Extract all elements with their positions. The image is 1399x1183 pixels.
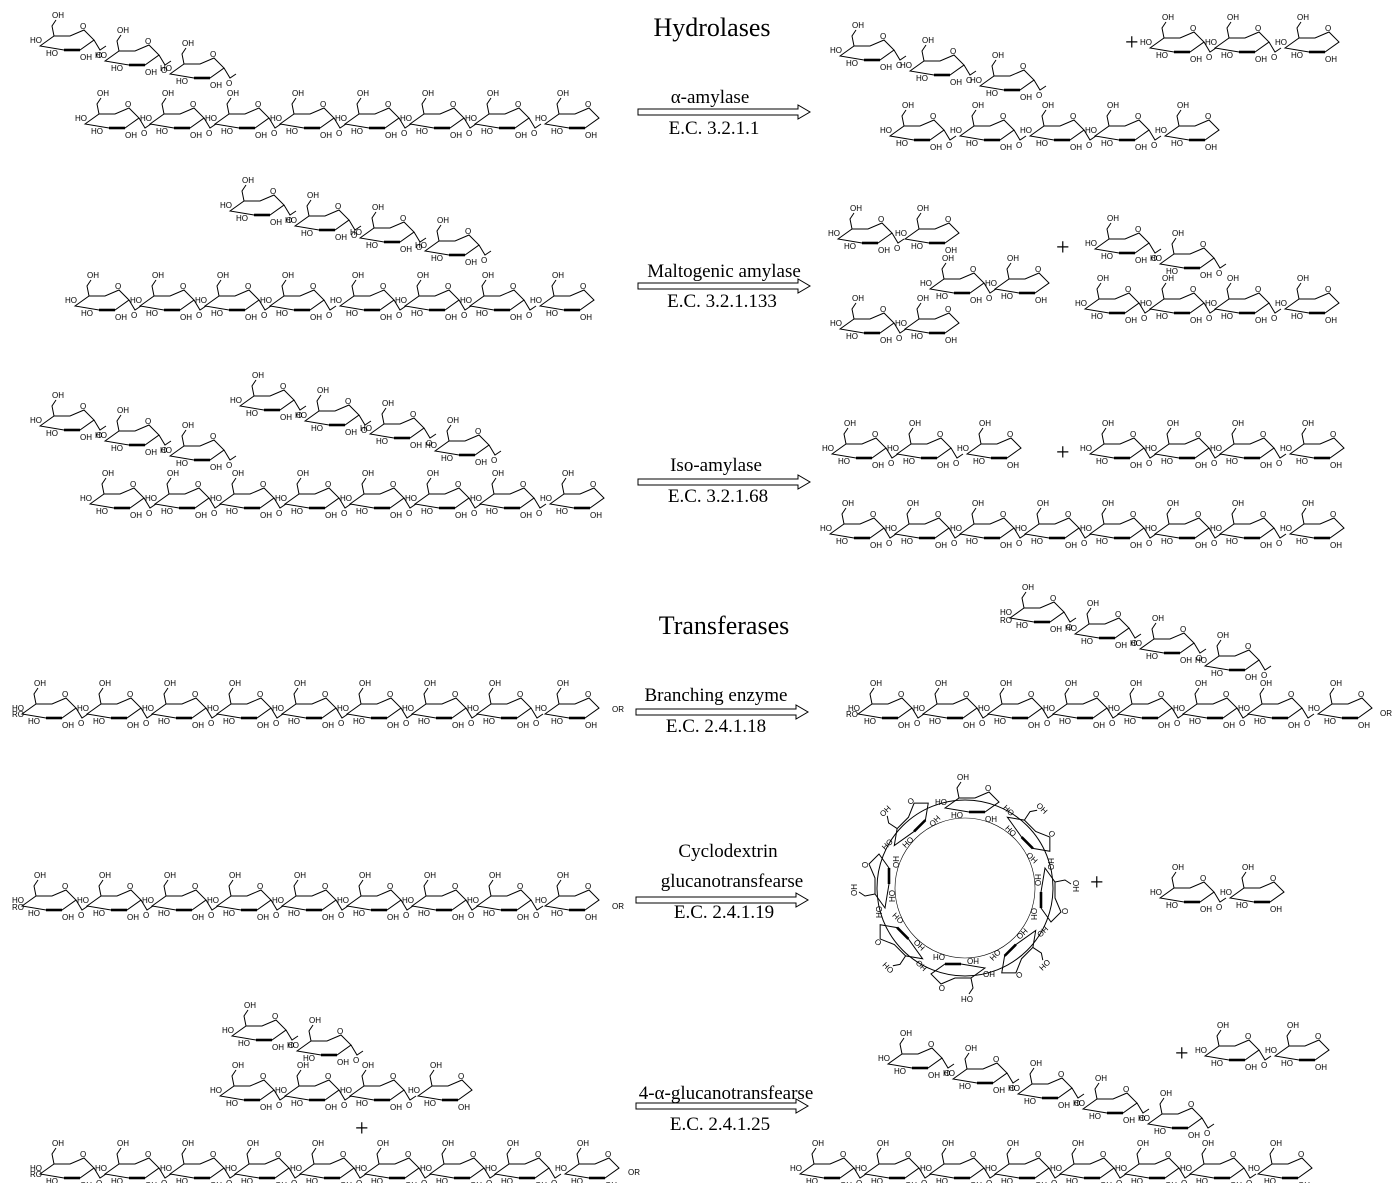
product-maltotetraose — [1080, 419, 1344, 470]
enzyme-label: α-amylase — [671, 87, 750, 108]
enzyme-label: 4-α-glucanotransfearse — [639, 1083, 814, 1104]
plus-sign: + — [1056, 440, 1070, 466]
product-cyclodextrin-ring — [850, 773, 1080, 1003]
section-title-hydrolases: Hydrolases — [654, 13, 771, 42]
reaction-4-alpha-glucanotransferase: + RO OR 4-α-glucanotransfearse E.C. 2.4.… — [30, 1001, 1329, 1183]
product-maltotriose — [1140, 13, 1339, 64]
reaction-alpha-amylase: α-amylase E.C. 3.2.1.1 + — [30, 11, 1339, 152]
enzyme-label: Branching enzyme — [645, 685, 788, 706]
enzyme-label: Maltogenic amylase — [647, 261, 801, 282]
svg-text:RO: RO — [846, 710, 858, 719]
svg-text:RO: RO — [12, 903, 24, 912]
ec-number-label: E.C. 2.4.1.19 — [674, 902, 774, 923]
plus-sign: + — [1175, 1041, 1189, 1067]
reaction-iso-amylase: Iso-amylase E.C. 3.2.1.68 + — [30, 371, 1344, 550]
product-maltose — [1195, 1021, 1329, 1072]
svg-text:OR: OR — [612, 705, 624, 714]
svg-text:OR: OR — [628, 1168, 640, 1177]
svg-text:RO: RO — [1000, 616, 1012, 625]
substrate-branched-fragment — [210, 1001, 472, 1112]
svg-text:RO: RO — [30, 1170, 42, 1179]
substrate-doubly-branched — [30, 371, 604, 520]
plus-sign: + — [1125, 30, 1139, 56]
ec-number-label: E.C. 3.2.1.68 — [668, 486, 768, 507]
plus-sign: + — [1056, 235, 1070, 261]
product-branched-chain: RO RO OR — [846, 583, 1392, 730]
enzyme-label-line1: Cyclodextrin — [678, 841, 778, 862]
substrate-linear-amylose: RO OR — [12, 871, 624, 922]
plus-sign: + — [1090, 870, 1104, 896]
ec-number-label: E.C. 3.2.1.1 — [669, 118, 760, 139]
product-maltotriose — [822, 419, 1021, 470]
substrate-branched-amylopectin — [65, 176, 594, 322]
product-maltose — [1150, 863, 1284, 914]
ec-number-label: E.C. 2.4.1.25 — [670, 1114, 770, 1135]
substrate-linear-chain: RO OR — [30, 1139, 640, 1183]
ec-number-label: E.C. 3.2.1.133 — [667, 291, 777, 312]
svg-text:OR: OR — [612, 902, 624, 911]
substrate-linear-amylose: RO OR — [12, 679, 624, 730]
svg-text:OR: OR — [1380, 709, 1392, 718]
plus-sign: + — [355, 1116, 369, 1142]
ec-number-label: E.C. 2.4.1.18 — [666, 716, 766, 737]
enzyme-label: Iso-amylase — [670, 455, 762, 476]
product-branched-fragment — [1075, 214, 1339, 325]
product-linear-chain — [820, 499, 1344, 550]
reaction-maltogenic-amylase: Maltogenic amylase E.C. 3.2.1.133 + — [65, 176, 1339, 345]
product-long-branched-chain — [790, 1029, 1312, 1183]
product-maltose-units — [828, 204, 1049, 345]
section-title-transferases: Transferases — [659, 611, 789, 640]
svg-text:RO: RO — [12, 710, 24, 719]
reaction-cyclodextrin-glucanotransferase: RO OR Cyclodextrin glucanotransfearse E.… — [12, 773, 1284, 1003]
enzyme-label-line2: glucanotransfearse — [661, 871, 803, 892]
substrate-branched-amylopectin — [30, 11, 599, 140]
reaction-branching-enzyme: RO OR Branching enzyme E.C. 2.4.1.18 RO … — [12, 583, 1392, 737]
